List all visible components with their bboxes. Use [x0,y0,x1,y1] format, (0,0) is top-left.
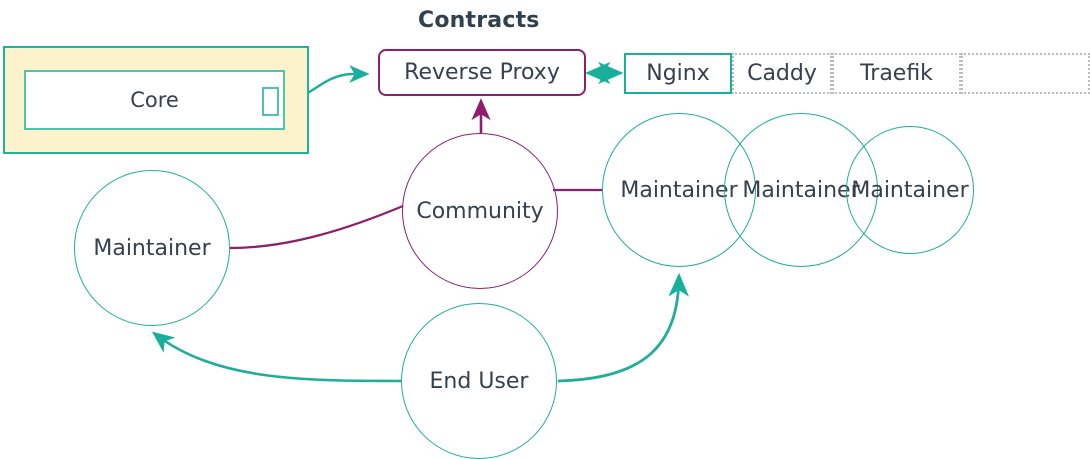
reverse-proxy-label: Reverse Proxy [404,60,560,85]
actor-label: Maintainer [851,177,969,203]
edge-enduser-to-maintainer-right [557,272,690,383]
reverse-proxy-node[interactable]: Reverse Proxy [378,49,586,96]
option-caddy[interactable]: Caddy [732,53,832,94]
option-label: Traefik [860,61,933,86]
actor-end-user[interactable]: End User [401,303,557,459]
edge-enduser-to-maintainer-left [151,331,402,383]
group-title-contracts: Contracts [418,8,540,33]
actor-maintainer-4[interactable]: Maintainer [846,126,974,254]
option-label: Caddy [747,61,817,86]
option-label: Nginx [646,61,710,86]
option-nginx[interactable]: Nginx [624,53,732,94]
actor-label: Maintainer [93,235,211,261]
edge-community-to-maintainer-left [229,204,404,250]
actor-label: Maintainer [742,177,860,203]
core-component[interactable]: Core [24,70,285,130]
actor-label: Maintainer [620,177,738,203]
actor-community[interactable]: Community [402,133,558,289]
option-empty-3[interactable] [961,53,1090,94]
actor-maintainer[interactable]: Maintainer [74,170,230,326]
core-port-icon [262,87,279,116]
core-label: Core [130,88,179,112]
option-traefik[interactable]: Traefik [832,53,961,94]
actor-label: Community [416,198,544,224]
actor-label: End User [429,368,529,394]
